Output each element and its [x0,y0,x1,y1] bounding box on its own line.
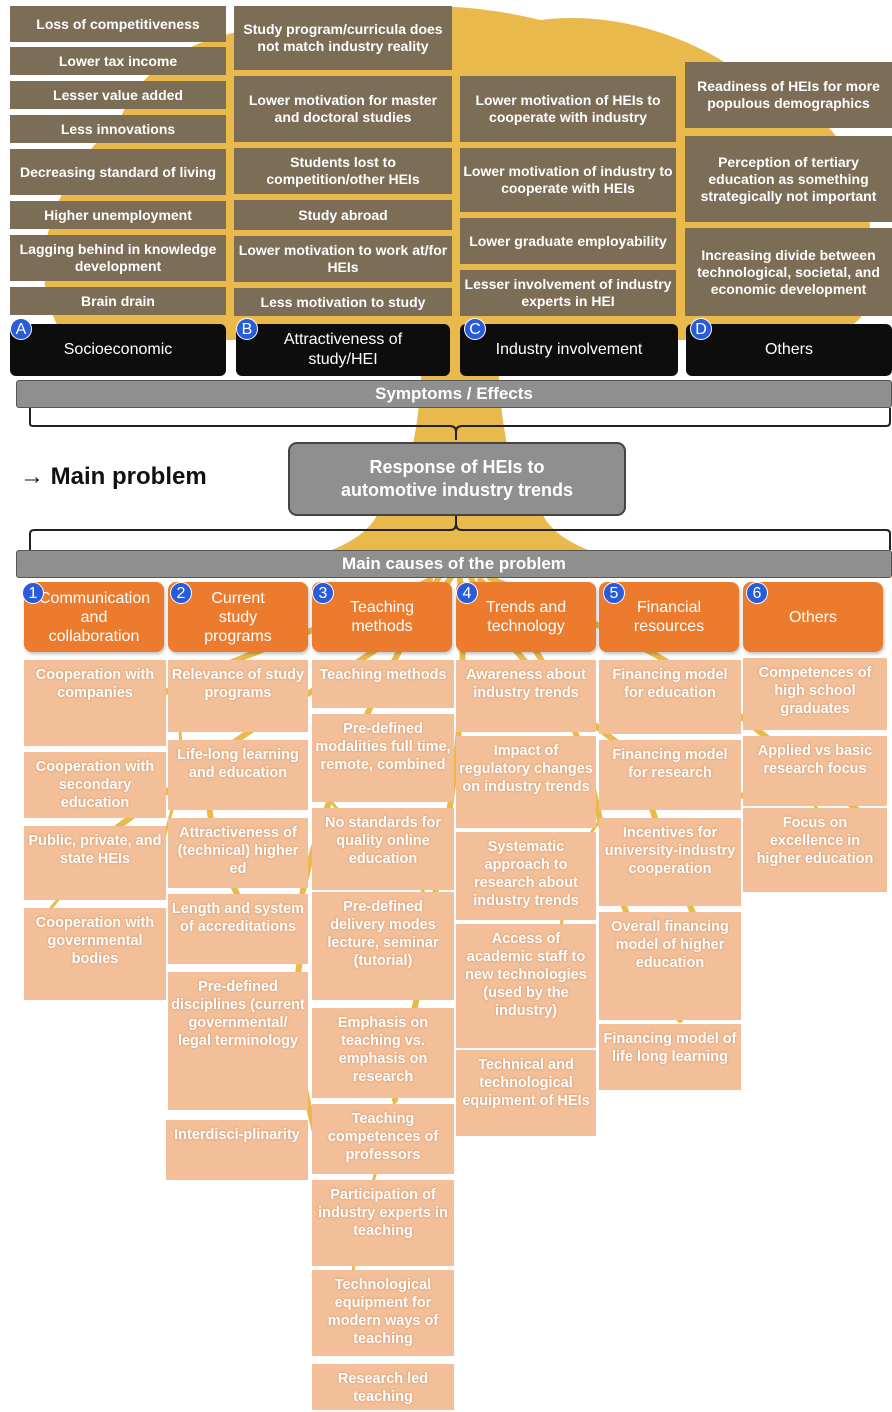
cause-box: Length and system of accreditations [168,894,308,964]
cause-box: No standards for quality online educatio… [312,808,454,890]
cause-box: Life-long learning and education [168,740,308,810]
effect-box: Decreasing standard of living [10,149,226,195]
tree-base [300,480,620,560]
main-problem-box: Response of HEIs to automotive industry … [288,442,626,516]
cause-box: Public, private, and state HEIs [24,826,166,900]
badge-3: 3 [312,582,334,604]
cause-box: Cooperation with governmental bodies [24,908,166,1000]
category-label: Others [764,341,813,358]
effect-box: Readiness of HEIs for more populous demo… [685,62,892,128]
effect-box: Lower motivation of HEIs to cooperate wi… [460,76,676,142]
category-label: Industry involvement [495,341,643,358]
main-problem-label: → Main problem [20,463,207,490]
cause-box: Competences of high school graduates [743,658,887,730]
cause-header-teaching-methods: Teaching methods [312,582,452,652]
cause-box: Research led teaching [312,1364,454,1410]
category-label: Attractiveness of study/HEI [283,331,403,368]
effect-box: Perception of tertiary education as some… [685,136,892,222]
effect-box: Lower motivation for master and doctoral… [234,76,452,142]
effect-box: Lower tax income [10,47,226,75]
cause-header-label: Others [788,608,837,626]
cause-box: Interdisci-plinarity [166,1120,308,1180]
effect-box: Students lost to competition/other HEIs [234,148,452,194]
effect-box: Brain drain [10,287,226,315]
effect-box: Increasing divide between technological,… [685,228,892,316]
effect-box: Lower motivation to work at/for HEIs [234,236,452,282]
cause-box: Attractiveness of (technical) higher ed [168,818,308,888]
symptoms-brace [29,408,891,440]
badge-c: C [464,318,486,340]
cause-box: Emphasis on teaching vs. emphasis on res… [312,1008,454,1098]
badge-4: 4 [456,582,478,604]
badge-b: B [236,318,258,340]
effect-box: Less innovations [10,115,226,143]
effect-box: Study abroad [234,200,452,230]
cause-box: Teaching competences of professors [312,1104,454,1174]
badge-6: 6 [746,582,768,604]
badge-a: A [10,318,32,340]
cause-box: Impact of regulatory changes on industry… [456,736,596,828]
cause-box: Awareness about industry trends [456,660,596,732]
cause-box: Overall financing model of higher educat… [599,912,741,1020]
cause-box: Cooperation with companies [24,660,166,746]
symptom-category-industry: Industry involvement [460,324,678,376]
cause-header-label: Trends and technology [485,599,567,635]
cause-box: Relevance of study programs [168,660,308,732]
cause-header-trends: Trends and technology [456,582,596,652]
effect-box: Higher unemployment [10,201,226,229]
effect-box: Lesser value added [10,81,226,109]
causes-brace [29,516,891,550]
effect-box: Lower graduate employability [460,218,676,264]
effect-box: Less motivation to study [234,288,452,316]
badge-5: 5 [603,582,625,604]
cause-box: Teaching methods [312,660,454,708]
cause-header-label: Teaching methods [349,599,415,635]
cause-header-label: Financial resources [633,599,705,635]
main-problem-text: Response of HEIs to automotive industry … [340,457,574,500]
cause-box: Incentives for university-industry coope… [599,818,741,906]
badge-2: 2 [170,582,192,604]
cause-box: Financing model for education [599,660,741,734]
cause-box: Pre-defined modalities full time, remote… [312,714,454,802]
cause-header-label: Communication and collaboration [39,589,151,645]
cause-box: Financing model of life long learning [599,1024,741,1090]
cause-box: Systematic approach to research about in… [456,832,596,920]
cause-header-label: Current study programs [204,589,272,645]
cause-box: Participation of industry experts in tea… [312,1180,454,1266]
causes-bar: Main causes of the problem [16,550,892,578]
effect-box: Lesser involvement of industry experts i… [460,270,676,316]
cause-box: Pre-defined delivery modes lecture, semi… [312,892,454,1000]
badge-1: 1 [22,582,44,604]
cause-box: Technical and technological equipment of… [456,1050,596,1136]
cause-box: Focus on excellence in higher education [743,808,887,892]
cause-box: Financing model for research [599,740,741,810]
category-label: Socioeconomic [63,341,173,358]
effect-box: Loss of competitiveness [10,6,226,42]
effect-box: Lower motivation of industry to cooperat… [460,148,676,212]
symptom-category-attractiveness: Attractiveness of study/HEI [236,324,450,376]
badge-d: D [690,318,712,340]
cause-box: Technological equipment for modern ways … [312,1270,454,1356]
effect-box: Lagging behind in knowledge development [10,235,226,281]
cause-box: Pre-defined disciplines (current governm… [168,972,308,1110]
cause-box: Cooperation with secondary education [24,752,166,818]
symptom-category-socioeconomic: Socioeconomic [10,324,226,376]
symptoms-bar: Symptoms / Effects [16,380,892,408]
effect-box: Study program/curricula does not match i… [234,6,452,70]
cause-box: Applied vs basic research focus [743,736,887,806]
symptom-category-others: Others [686,324,892,376]
cause-header-communication: Communication and collaboration [24,582,164,652]
cause-box: Access of academic staff to new technolo… [456,924,596,1048]
